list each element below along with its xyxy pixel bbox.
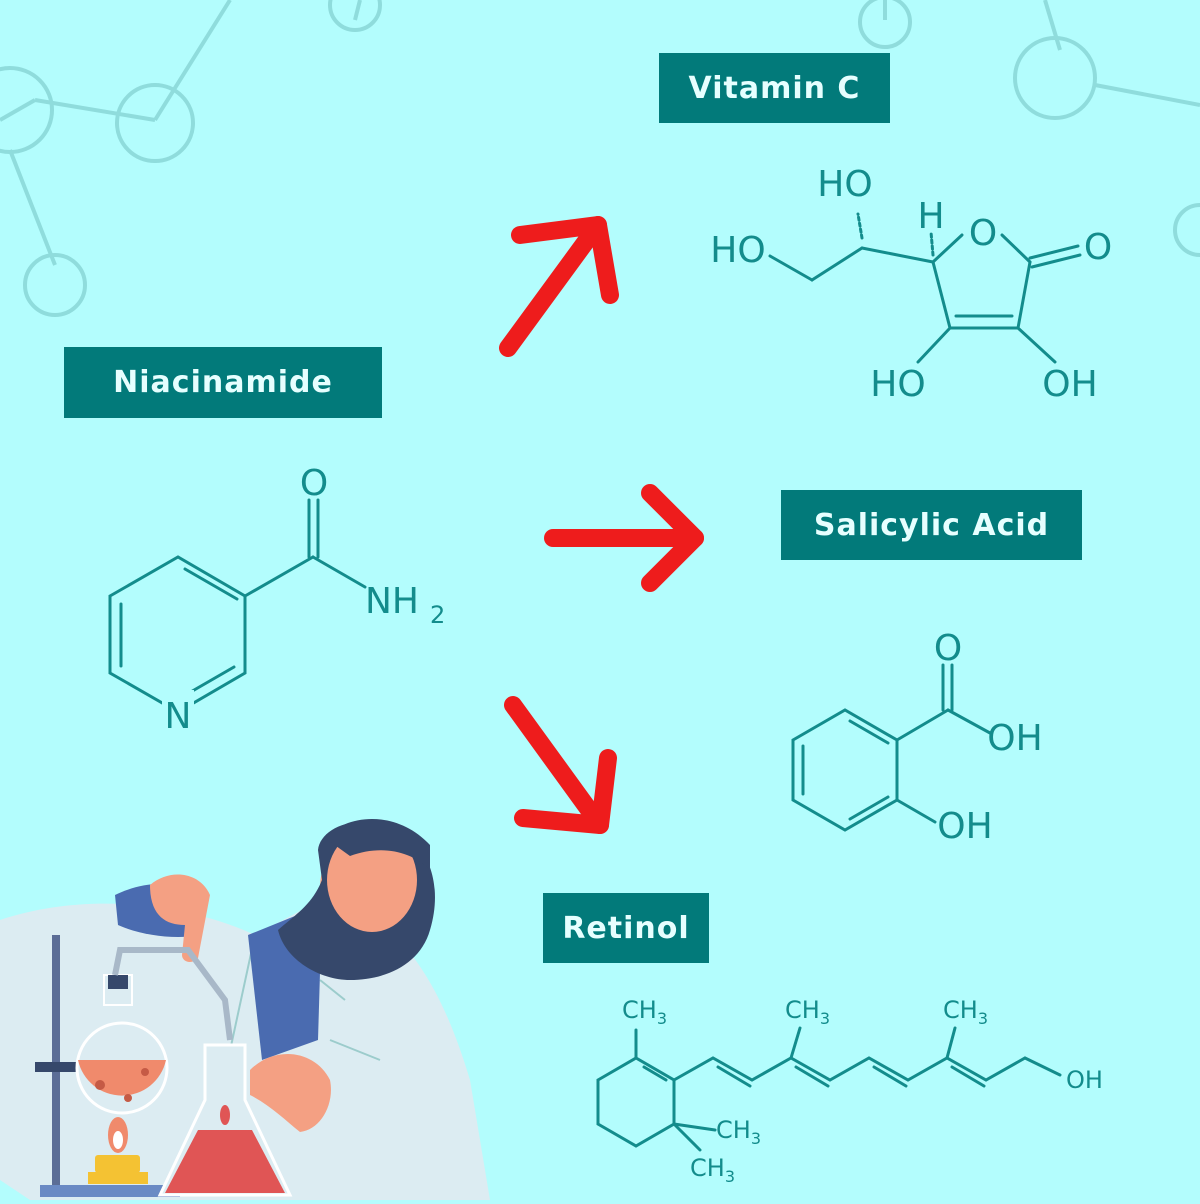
retinol-label: Retinol xyxy=(543,893,709,963)
atom-n: N xyxy=(165,696,192,737)
atom-ch3-e: CH3 xyxy=(690,1154,735,1186)
vitamin-c-structure xyxy=(768,212,1082,364)
atom-o: O xyxy=(934,628,962,669)
atom-oh: OH xyxy=(1066,1066,1103,1094)
arrow-up-right-icon xyxy=(499,216,619,357)
vitamin-c-atoms: HO H HO O O HO OH xyxy=(710,164,1112,405)
salicylic-acid-atoms: O OH OH xyxy=(934,628,1043,847)
atom-oh-phenol: OH xyxy=(937,806,992,847)
retinol-atoms: CH3 CH3 CH3 CH3 CH3 OH xyxy=(622,996,1103,1186)
arrow-down-right-icon xyxy=(504,696,617,834)
atom-ch3-a: CH3 xyxy=(622,996,667,1028)
atom-sub2: 2 xyxy=(430,601,445,629)
niacinamide-atoms: N O NH 2 xyxy=(162,463,445,737)
atom-ch3-b: CH3 xyxy=(785,996,830,1028)
molecule-decoration-icon xyxy=(0,0,1200,317)
atom-h: H xyxy=(917,196,944,237)
atom-ho-top: HO xyxy=(817,164,872,205)
atom-ch3-c: CH3 xyxy=(943,996,988,1028)
retinol-structure xyxy=(596,1026,1062,1152)
niacinamide-label: Niacinamide xyxy=(64,347,382,418)
atom-nh: NH xyxy=(365,581,419,622)
niacinamide-structure xyxy=(108,498,367,714)
atom-o-carbonyl: O xyxy=(1084,227,1112,268)
salicylic-acid-label: Salicylic Acid xyxy=(781,490,1082,560)
atom-o-ring: O xyxy=(969,213,997,254)
atom-ho-left: HO xyxy=(710,230,765,271)
atom-ch3-d: CH3 xyxy=(716,1116,761,1148)
scientist-lab-icon xyxy=(0,819,490,1200)
atom-oh-bottom: OH xyxy=(1042,364,1097,405)
arrow-right-icon xyxy=(544,484,704,592)
salicylic-acid-structure xyxy=(791,663,992,832)
atom-o: O xyxy=(300,463,328,504)
atom-oh-acid: OH xyxy=(987,718,1042,759)
vitamin-c-label: Vitamin C xyxy=(659,53,890,123)
atom-ho-bottom: HO xyxy=(870,364,925,405)
